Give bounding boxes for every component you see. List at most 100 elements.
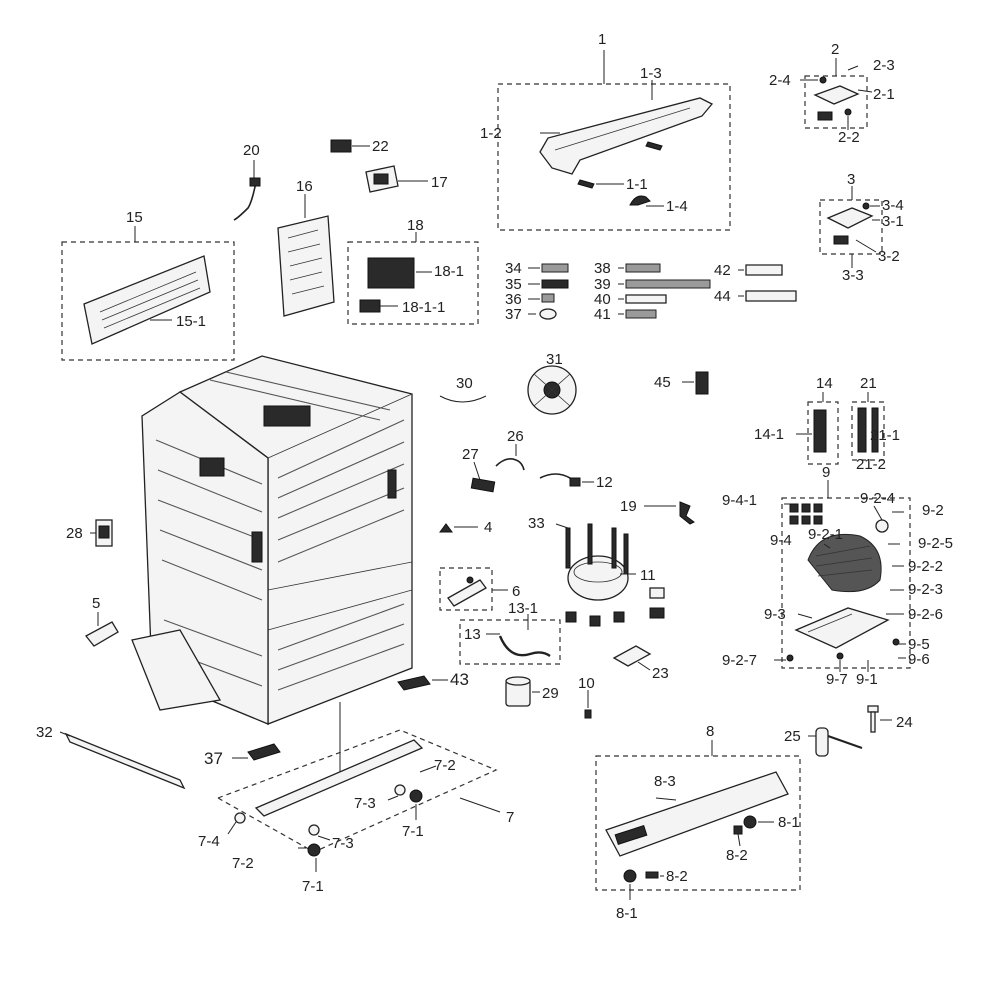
label-39: 39	[594, 276, 611, 293]
label-7-3a: 7-3	[354, 795, 376, 812]
label-7-1b: 7-1	[302, 878, 324, 895]
label-9-2-3: 9-2-3	[908, 581, 943, 598]
label-19: 19	[620, 498, 637, 515]
label-1-2: 1-2	[480, 125, 502, 142]
group-1-bracket	[497, 50, 731, 231]
label-24: 24	[896, 714, 913, 731]
label-3-2: 3-2	[878, 248, 900, 265]
label-8-1b: 8-1	[616, 905, 638, 922]
label-9-2-2: 9-2-2	[908, 558, 943, 575]
group-15-panel	[61, 226, 235, 361]
label-3-1: 3-1	[882, 213, 904, 230]
label-9-5: 9-5	[908, 636, 930, 653]
group-18-grille	[347, 232, 479, 325]
part-26	[495, 444, 525, 471]
label-31: 31	[546, 351, 563, 368]
label-14: 14	[816, 375, 833, 392]
label-32: 32	[36, 724, 53, 741]
power-cord-part	[233, 160, 261, 221]
part-29	[505, 676, 540, 707]
label-2: 2	[831, 41, 839, 58]
arc-30	[439, 395, 487, 403]
label-9-4: 9-4	[770, 532, 792, 549]
part-24	[867, 705, 892, 733]
label-3-4: 3-4	[882, 197, 904, 214]
label-5: 5	[92, 595, 100, 612]
label-9-3: 9-3	[764, 606, 786, 623]
label-9-2-4: 9-2-4	[860, 490, 895, 507]
label-1-1: 1-1	[626, 176, 648, 193]
group-14	[796, 392, 839, 465]
group-21	[851, 392, 885, 461]
label-9-2-1: 9-2-1	[808, 526, 843, 543]
label-37: 37	[204, 749, 223, 768]
label-9-2-6: 9-2-6	[908, 606, 943, 623]
group-6	[439, 567, 508, 611]
label-7-4: 7-4	[198, 833, 220, 850]
part-5	[85, 612, 119, 647]
label-1-3: 1-3	[640, 65, 662, 82]
label-10: 10	[578, 675, 595, 692]
label-8-1a: 8-1	[778, 814, 800, 831]
label-9-2-5: 9-2-5	[918, 535, 953, 552]
label-16: 16	[296, 178, 313, 195]
label-14-1: 14-1	[754, 426, 784, 443]
part-28	[90, 519, 113, 547]
label-7-2b: 7-2	[232, 855, 254, 872]
label-13: 13	[464, 626, 481, 643]
label-9-2-7: 9-2-7	[722, 652, 757, 669]
label-7-1a: 7-1	[402, 823, 424, 840]
part-25-drier	[808, 727, 863, 757]
part-27	[470, 461, 496, 493]
label-2-2: 2-2	[838, 129, 860, 146]
part-17	[365, 165, 428, 193]
label-18-1: 18-1	[434, 263, 464, 280]
hardware-set	[528, 263, 797, 320]
part-32-trim	[59, 731, 186, 790]
label-25: 25	[784, 728, 801, 745]
label-34: 34	[505, 260, 522, 277]
label-9-6: 9-6	[908, 651, 930, 668]
label-33: 33	[528, 515, 545, 532]
label-11: 11	[640, 567, 656, 584]
label-40: 40	[594, 291, 611, 308]
group-9	[774, 480, 911, 672]
group-3-hinge	[819, 186, 883, 268]
label-18: 18	[407, 217, 424, 234]
label-3: 3	[847, 171, 855, 188]
label-18-1-1: 18-1-1	[402, 299, 445, 316]
label-2-1: 2-1	[873, 86, 895, 103]
part-22	[330, 139, 370, 153]
label-8-2a: 8-2	[726, 847, 748, 864]
label-9-7: 9-7	[826, 671, 848, 688]
label-21-1: 21-1	[870, 427, 900, 444]
label-41: 41	[594, 306, 611, 323]
label-22: 22	[372, 138, 389, 155]
label-15-1: 15-1	[176, 313, 206, 330]
label-2-4: 2-4	[769, 72, 791, 89]
label-6: 6	[512, 583, 520, 600]
label-21-2: 21-2	[856, 456, 886, 473]
label-37-hardware: 37	[505, 306, 522, 323]
label-8: 8	[706, 723, 714, 740]
part-16-cover	[277, 194, 335, 317]
group-8-base-plate	[595, 740, 801, 900]
label-26: 26	[507, 428, 524, 445]
part-45	[682, 371, 709, 395]
part-10	[584, 690, 592, 719]
label-8-3: 8-3	[654, 773, 676, 790]
label-28: 28	[66, 525, 83, 542]
label-9-4-1: 9-4-1	[722, 492, 757, 509]
label-2-3: 2-3	[873, 57, 895, 74]
label-30: 30	[456, 375, 473, 392]
group-7-base-rail	[216, 702, 501, 872]
label-43: 43	[450, 670, 469, 689]
label-8-2b: 8-2	[666, 868, 688, 885]
label-7-2a: 7-2	[434, 757, 456, 774]
part-12	[539, 473, 594, 487]
part-4	[439, 523, 478, 533]
label-38: 38	[594, 260, 611, 277]
cabinet-assembly	[131, 355, 413, 725]
compressor-11	[555, 523, 665, 627]
label-13-1: 13-1	[508, 600, 538, 617]
